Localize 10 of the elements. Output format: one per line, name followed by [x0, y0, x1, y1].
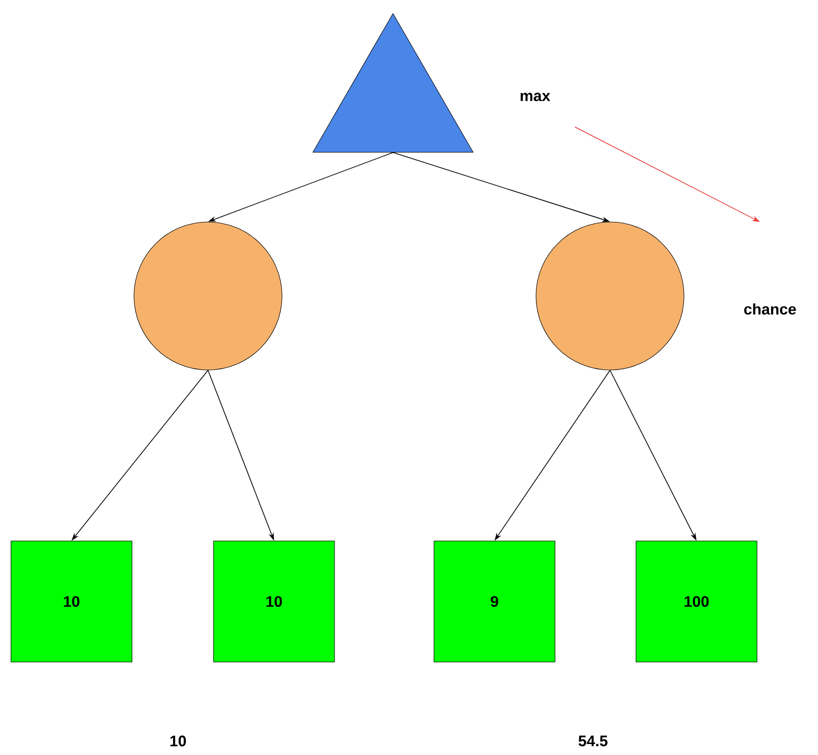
level-label: 54.5	[578, 736, 608, 746]
level-label: chance	[744, 303, 796, 315]
value-box: 9	[434, 540, 556, 662]
value-box: 100	[636, 540, 758, 662]
chance-circle	[536, 222, 684, 370]
chance-circle	[134, 222, 282, 370]
level-label: max	[520, 92, 550, 102]
level-label: 10	[170, 736, 186, 746]
value-box: 10	[10, 540, 132, 662]
value-box: 10	[213, 540, 335, 662]
